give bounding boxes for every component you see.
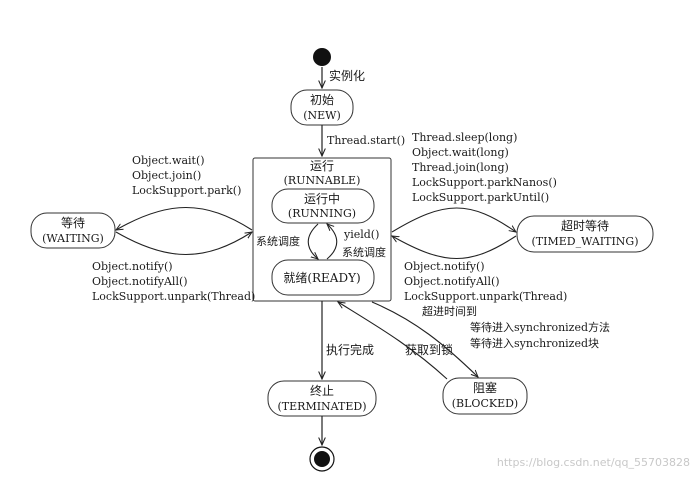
label-yield: yield() [343,228,379,241]
state-runnable-name: 运行 [310,159,334,173]
label-thread-start: Thread.start() [327,134,405,147]
state-ready-name: 就绪(READY) [283,271,360,285]
state-blocked-name: 阻塞 [473,380,497,395]
label-enter-sync-block: 等待进入synchronized块 [470,336,599,350]
state-running-name: 运行中 [304,191,340,206]
from-waiting-method-3: LockSupport.unpark(Thread) [92,290,255,303]
state-timed-waiting-code: (TIMED_WAITING) [531,235,638,248]
state-blocked-code: (BLOCKED) [452,397,518,410]
state-running-code: (RUNNING) [288,207,356,220]
watermark: https://blog.csdn.net/qq_55703828 [497,456,690,469]
label-enter-sync-method: 等待进入synchronized方法 [470,320,610,334]
to-timed-method-4: LockSupport.parkNanos() [412,176,557,189]
to-timed-method-3: Thread.join(long) [412,161,509,174]
state-waiting-code: (WAITING) [42,232,104,245]
arrow-running-to-ready [307,223,318,259]
end-node [314,451,330,467]
to-timed-method-2: Object.wait(long) [412,146,509,159]
to-waiting-method-1: Object.wait() [132,154,205,167]
arrow-timed-to-runnable [392,236,517,260]
state-timed-waiting [516,215,654,253]
arrow-waiting-to-runnable [115,232,252,255]
state-terminated-name: 终止 [310,383,334,398]
start-node [313,48,331,66]
label-finish-execution: 执行完成 [326,342,374,357]
to-timed-method-5: LockSupport.parkUntil() [412,191,549,204]
label-system-schedule-left: 系统调度 [256,234,300,248]
label-instantiate: 实例化 [329,68,365,83]
state-blocked [442,377,528,415]
arrow-runnable-to-waiting [116,207,253,231]
label-system-schedule-right: 系统调度 [342,245,386,259]
state-timed-waiting-name: 超时等待 [561,218,609,233]
to-waiting-method-2: Object.join() [132,169,201,182]
from-timed-method-3: LockSupport.unpark(Thread) [404,290,567,303]
arrow-blocked-to-runnable [338,302,448,380]
arrow-runnable-to-timed [391,207,516,232]
state-waiting-name: 等待 [61,216,85,230]
from-waiting-method-1: Object.notify() [92,260,173,273]
state-ready [271,259,375,296]
from-timed-method-2: Object.notifyAll() [404,275,500,288]
state-terminated-code: (TERMINATED) [278,400,367,413]
state-running [271,188,375,224]
label-timeout-reached: 超进时间到 [422,304,477,318]
arrow-ready-to-running [327,224,338,260]
label-acquire-lock: 获取到锁 [405,342,453,357]
from-waiting-method-2: Object.notifyAll() [92,275,188,288]
from-timed-method-1: Object.notify() [404,260,485,273]
to-waiting-method-3: LockSupport.park() [132,184,241,197]
state-new-name: 初始 [310,93,334,107]
state-runnable-code: (RUNNABLE) [284,174,361,187]
to-timed-method-1: Thread.sleep(long) [412,131,517,144]
state-new-code: (NEW) [303,109,341,122]
arrow-runnable-to-blocked [371,301,478,377]
